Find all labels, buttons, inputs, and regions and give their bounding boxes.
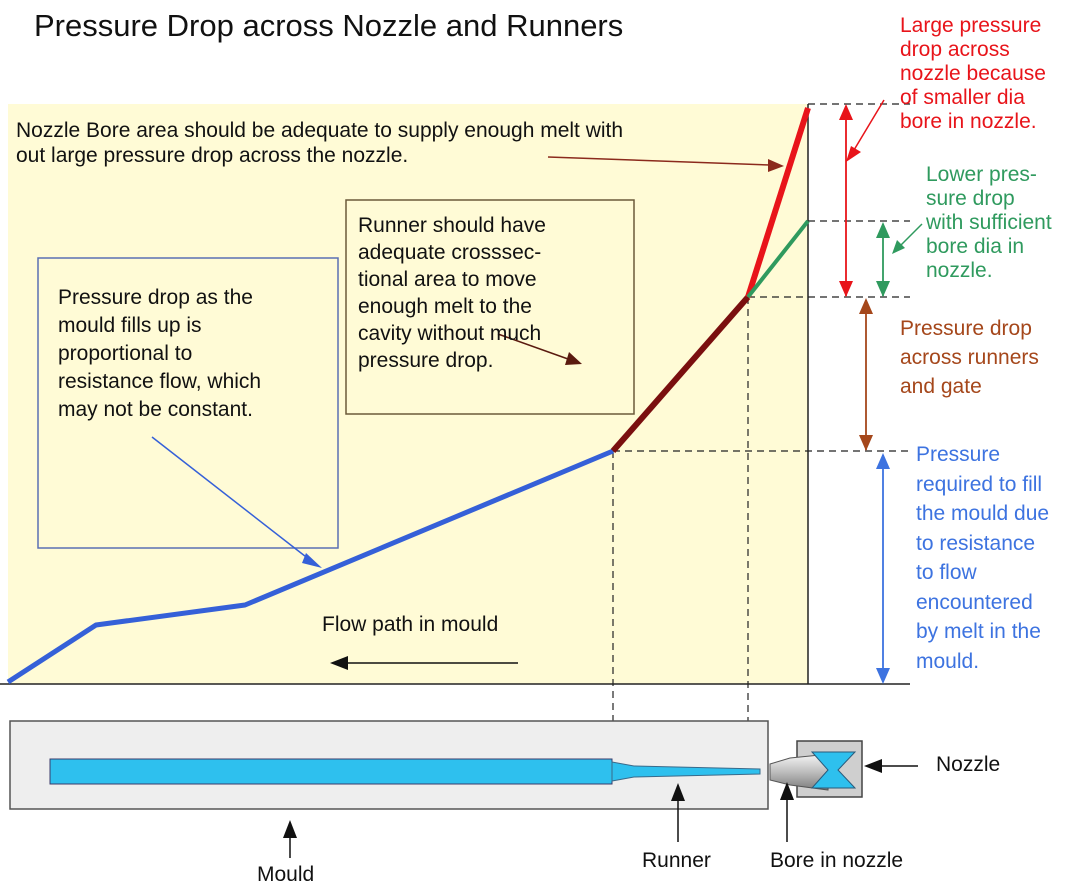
flow-path-label: Flow path in mould (322, 613, 499, 636)
runner-label: Runner (642, 849, 711, 872)
pointer-red-label (846, 99, 885, 162)
mould-pressure-line (6, 448, 614, 685)
runner-pressure-line (610, 295, 751, 453)
nozzle-small-bore-line (745, 107, 811, 298)
runner-note-box (345, 199, 635, 415)
arrow-nozzle (864, 759, 918, 773)
pointer-green-label (892, 223, 923, 254)
lower-pressure-drop-label: Lower pres- sure drop with sufficient bo… (926, 163, 1052, 282)
large-pressure-drop-label: Large pressure drop across nozzle becaus… (900, 14, 1046, 133)
pointer-mould-note (151, 436, 322, 568)
nozzle-bore-note: Nozzle Bore area should be adequate to s… (16, 119, 624, 167)
green-drop-arrow (876, 222, 890, 297)
arrow-bore (780, 782, 794, 842)
page-title: Pressure Drop across Nozzle and Runners (34, 8, 624, 43)
arrow-mould (283, 820, 297, 858)
mould-drop-arrow (876, 453, 890, 684)
mould-label: Mould (257, 863, 315, 886)
mould-note-box (37, 257, 339, 549)
runner-channel (611, 761, 761, 782)
nozzle-tip (810, 751, 857, 789)
pointer-nozzle-note (547, 156, 784, 172)
red-drop-arrow (839, 104, 853, 297)
nozzle-label: Nozzle (936, 753, 1001, 776)
nozzle-sufficient-bore-line (746, 219, 810, 299)
pointer-runner-note (497, 333, 582, 365)
bore-in-nozzle (769, 753, 831, 791)
flow-path-arrow (330, 656, 518, 670)
arrow-runner (671, 783, 685, 842)
runner-gate-drop-label: Pressure drop across runners and gate (900, 317, 1039, 398)
mould-fill-note: Pressure drop as the mould fills up is p… (58, 286, 262, 421)
mould-cavity (49, 758, 613, 785)
runner-note: Runner should have adequate crosssec- ti… (358, 214, 546, 372)
reference-lines (612, 103, 910, 755)
bore-in-nozzle-label: Bore in nozzle (770, 849, 904, 872)
mould-fill-pressure-label: Pressure required to fill the mould due … (916, 443, 1050, 673)
runner-drop-arrow (859, 298, 873, 451)
